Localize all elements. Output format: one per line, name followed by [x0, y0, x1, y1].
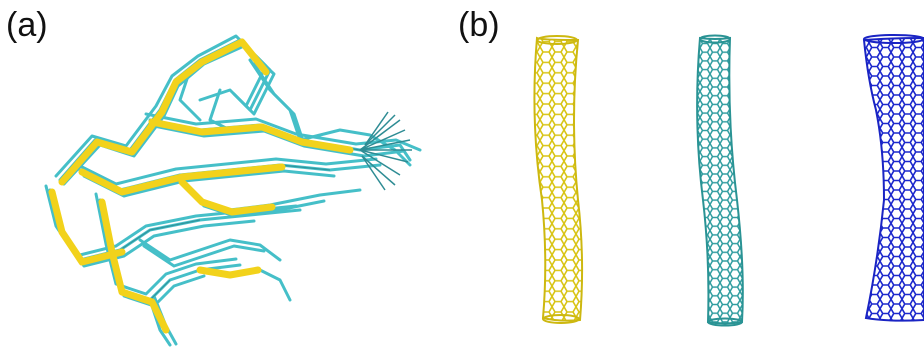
nanotube-blue — [864, 35, 924, 321]
nanotube-cyan — [697, 36, 743, 326]
panel-label-a: (a) — [6, 8, 48, 42]
nanotube-yellow — [534, 36, 582, 323]
reference-structure — [52, 42, 350, 330]
ensemble-strands — [46, 36, 420, 345]
panel-label-b: (b) — [458, 8, 500, 42]
protein-ensemble — [46, 36, 420, 345]
